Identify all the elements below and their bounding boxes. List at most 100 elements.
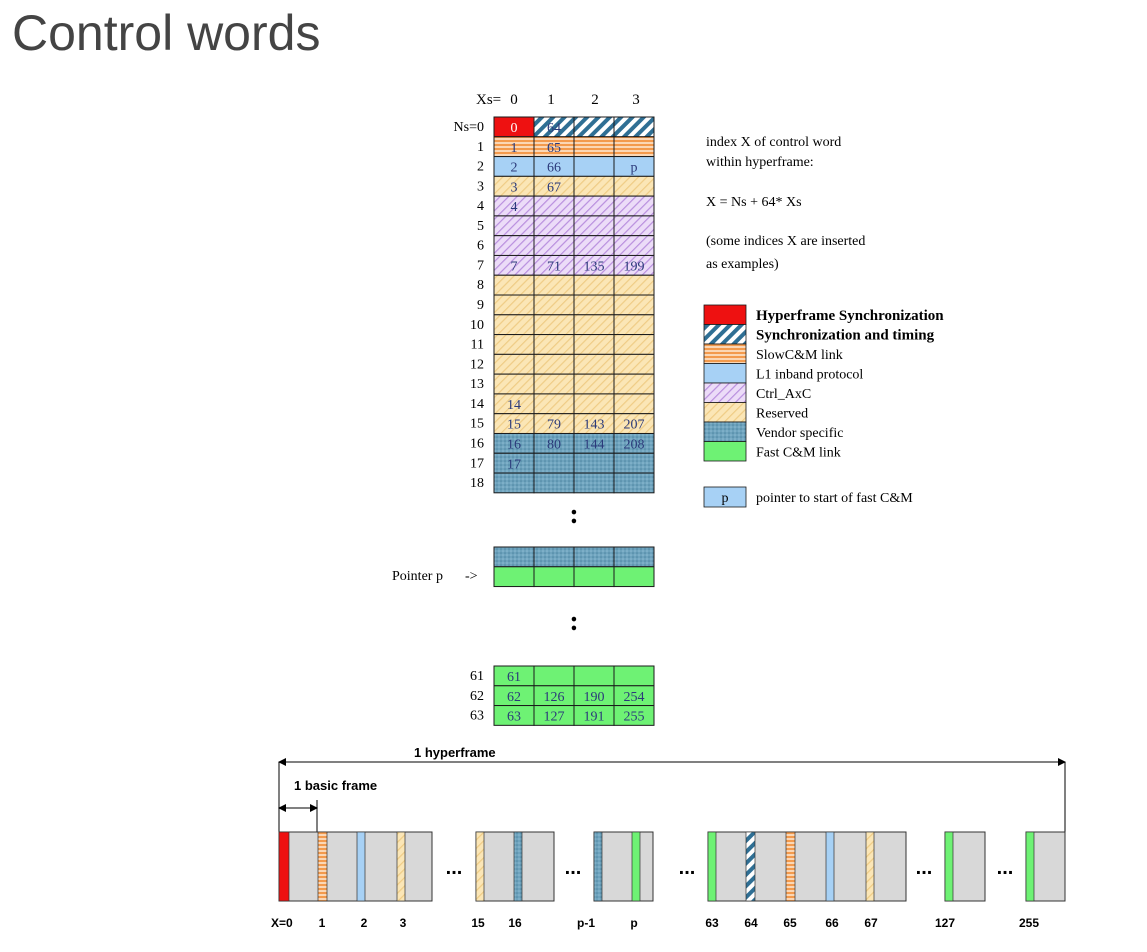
legend-label-reserved: Reserved	[756, 407, 808, 422]
cell-top-r8-c1	[533, 274, 575, 296]
cell-top-r12-c2	[573, 353, 615, 375]
legend-swatch-reserved	[703, 402, 747, 423]
cell-label-1: 1	[511, 141, 518, 156]
x-label-127: 127	[935, 916, 955, 930]
col-header-0: 0	[510, 92, 518, 108]
cell-top-r14-c3	[613, 393, 655, 415]
legend-swatch-ctrl	[703, 382, 747, 403]
cell-label-67: 67	[547, 180, 561, 195]
x-label-X=0: X=0	[271, 916, 293, 930]
frame-group-4	[707, 831, 907, 902]
cell-top-r18-c2	[573, 472, 615, 494]
frame-group-2-word-vendor	[513, 831, 523, 902]
timeline-dots-3: ...	[679, 857, 696, 879]
frame-group-3	[593, 831, 654, 902]
row-label-12: 12	[470, 357, 484, 372]
pointer-legend-swatch	[703, 486, 747, 508]
row-label-2: 2	[477, 160, 484, 175]
row-label-18: 18	[470, 476, 484, 491]
legend-swatch-fast	[703, 441, 747, 462]
frame-group-1	[278, 831, 433, 902]
cell-label-16: 16	[507, 437, 521, 452]
cell-top-r1-c3	[613, 136, 655, 158]
x-label-p-1: p-1	[577, 916, 595, 930]
row-label-0: Ns=0	[454, 120, 484, 135]
cell-top-r5-c2	[573, 215, 615, 237]
row-label-4: 4	[477, 199, 484, 214]
legend-label-fast: Fast C&M link	[756, 446, 841, 461]
timeline-dots-1: ...	[446, 857, 463, 879]
frame-group-2-word-reserved	[475, 831, 485, 902]
x-label-15: 15	[471, 916, 485, 930]
cell-top-r10-c0	[493, 314, 535, 336]
timeline-dots-4: ...	[916, 857, 933, 879]
cell-bottom-r2-c3	[613, 705, 655, 726]
info-line-1: index X of control word	[706, 135, 841, 150]
cell-top-r3-c2	[573, 175, 615, 197]
x-label-64: 64	[744, 916, 758, 930]
frame-group-1-word-reserved	[396, 831, 406, 902]
row-label-63: 63	[470, 709, 484, 724]
pointer-arrow: ->	[465, 569, 478, 584]
frame-group-4-word-l1	[825, 831, 835, 902]
note-line-2: as examples)	[706, 257, 779, 272]
row-label-17: 17	[470, 456, 484, 471]
cell-label-71: 71	[547, 259, 561, 274]
grid-ellipsis-1: :	[569, 499, 578, 530]
legend-swatch-slow	[703, 343, 747, 364]
legend-label-slow: SlowC&M link	[756, 348, 843, 363]
cell-top-r6-c1	[533, 235, 575, 256]
col-header-3: 3	[632, 92, 640, 108]
cell-top-r11-c3	[613, 334, 655, 355]
pointer-label: Pointer p	[392, 569, 443, 584]
cell-top-r3-c3	[613, 175, 655, 197]
cell-label-80: 80	[547, 437, 561, 452]
legend-label-hyper: Hyperframe Synchronization	[756, 308, 944, 324]
x-label-63: 63	[705, 916, 719, 930]
legend-label-l1: L1 inband protocol	[756, 368, 863, 383]
cell-label-4: 4	[511, 200, 518, 215]
timeline-dots-5: ...	[997, 857, 1014, 879]
cell-top-r17-c1	[533, 452, 575, 474]
hyperframe-label: 1 hyperframe	[414, 745, 496, 760]
cell-top-r9-c0	[493, 294, 535, 316]
cell-top-r0-c3	[613, 116, 655, 138]
cell-label-254: 254	[624, 690, 645, 705]
cell-top-r10-c3	[613, 314, 655, 336]
col-header-2: 2	[591, 92, 599, 108]
cell-label-3: 3	[511, 180, 518, 195]
cell-label-127: 127	[544, 710, 565, 725]
x-label-2: 2	[361, 916, 368, 930]
formula: X = Ns + 64* Xs	[706, 195, 802, 210]
frame-group-4-word-reserved	[865, 831, 875, 902]
cell-label-143: 143	[584, 418, 605, 433]
col-header-1: 1	[547, 92, 555, 108]
row-label-8: 8	[477, 278, 484, 293]
cell-pointer-r1-c2	[573, 566, 615, 588]
cell-label-14: 14	[507, 398, 521, 413]
cell-top-r17-c2	[573, 452, 615, 474]
frame-group-1-word-hyper	[278, 831, 290, 902]
cell-top-r11-c0	[493, 334, 535, 355]
cell-top-r14-c2	[573, 393, 615, 415]
row-label-61: 61	[470, 669, 484, 684]
row-label-3: 3	[477, 179, 484, 194]
legend-label-sync: Synchronization and timing	[756, 328, 935, 344]
cell-label-64: 64	[547, 121, 561, 136]
cell-top-r0-c2	[573, 116, 615, 138]
cell-top-r11-c1	[533, 334, 575, 355]
cell-top-r12-c3	[613, 353, 655, 375]
row-label-1: 1	[477, 140, 484, 155]
cell-pointer-r0-c1	[533, 546, 575, 568]
cell-top-r17-c3	[613, 452, 655, 474]
cell-top-r5-c0	[493, 215, 535, 237]
cell-top-r8-c3	[613, 274, 655, 296]
cell-top-r13-c0	[493, 373, 535, 395]
x-label-1: 1	[319, 916, 326, 930]
cell-label-79: 79	[547, 418, 561, 433]
cell-bottom-r0-c1	[533, 665, 575, 687]
cell-top-r18-c0	[493, 472, 535, 494]
cell-top-r10-c1	[533, 314, 575, 336]
pointer-legend-label: pointer to start of fast C&M	[756, 491, 913, 506]
